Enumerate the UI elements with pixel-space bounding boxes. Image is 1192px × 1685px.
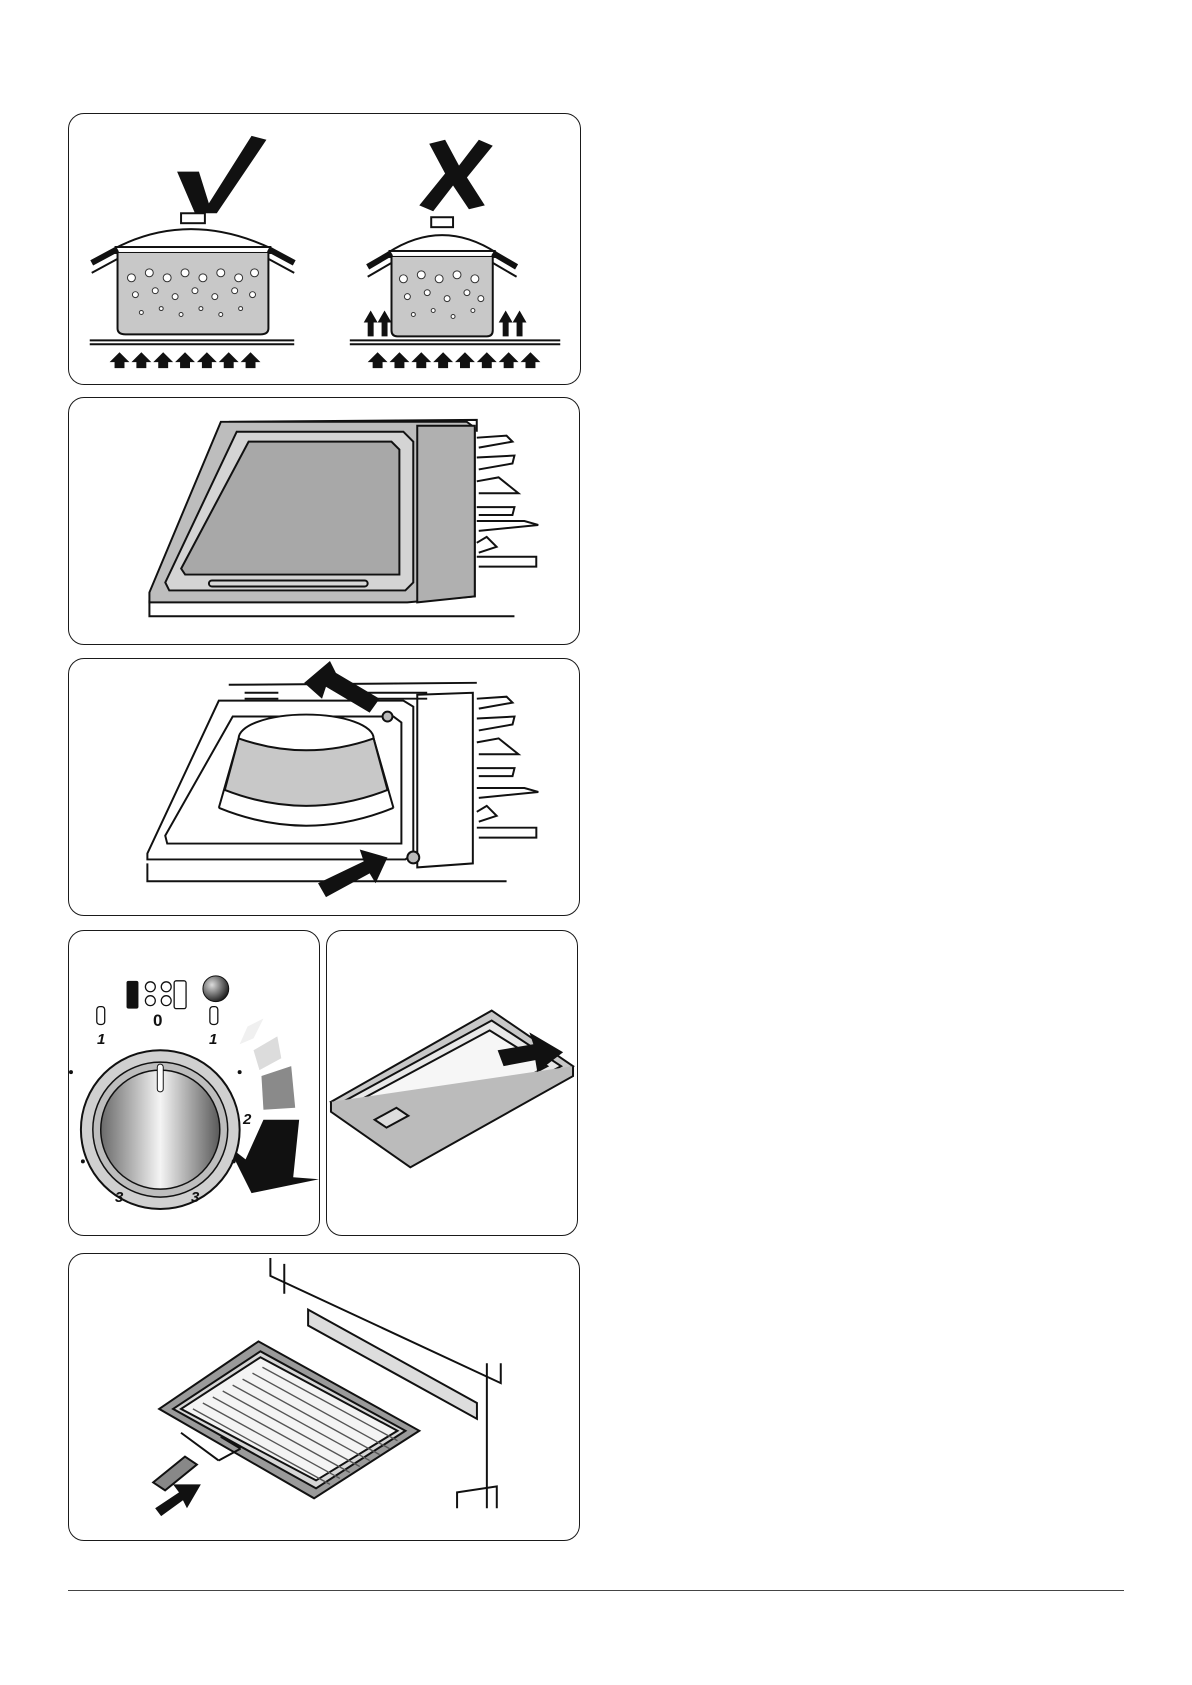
pot-incorrect (350, 217, 560, 344)
dial-label-right-three: 3 (191, 1189, 199, 1206)
figure-griddle-plate (68, 397, 580, 645)
figure-grill-pan (68, 1253, 580, 1541)
grill-pan-illustration (69, 1254, 579, 1540)
pot-correct (90, 213, 294, 344)
pot-illustration (69, 114, 580, 384)
dial-label-two: 2 (243, 1111, 251, 1128)
footer-divider (68, 1590, 1124, 1591)
heat-arrows-left (110, 352, 261, 368)
tray-illustration (327, 931, 577, 1235)
griddle-illustration (69, 398, 579, 644)
check-mark-icon (177, 136, 266, 213)
figure-pot-size (68, 113, 581, 385)
dial-label-right-one: 1 (209, 1031, 217, 1048)
cross-mark-icon (419, 140, 492, 211)
wok-illustration (69, 659, 579, 915)
figure-control-knob: 0 1 1 2 3 3 (68, 930, 320, 1236)
figure-wok-pins (68, 658, 580, 916)
figure-griddle-tray (326, 930, 578, 1236)
arrow-icon (228, 1120, 319, 1193)
dial-label-left-one: 1 (97, 1031, 105, 1048)
dial-label-zero: 0 (153, 1011, 162, 1031)
dial-label-left-three: 3 (115, 1189, 123, 1206)
